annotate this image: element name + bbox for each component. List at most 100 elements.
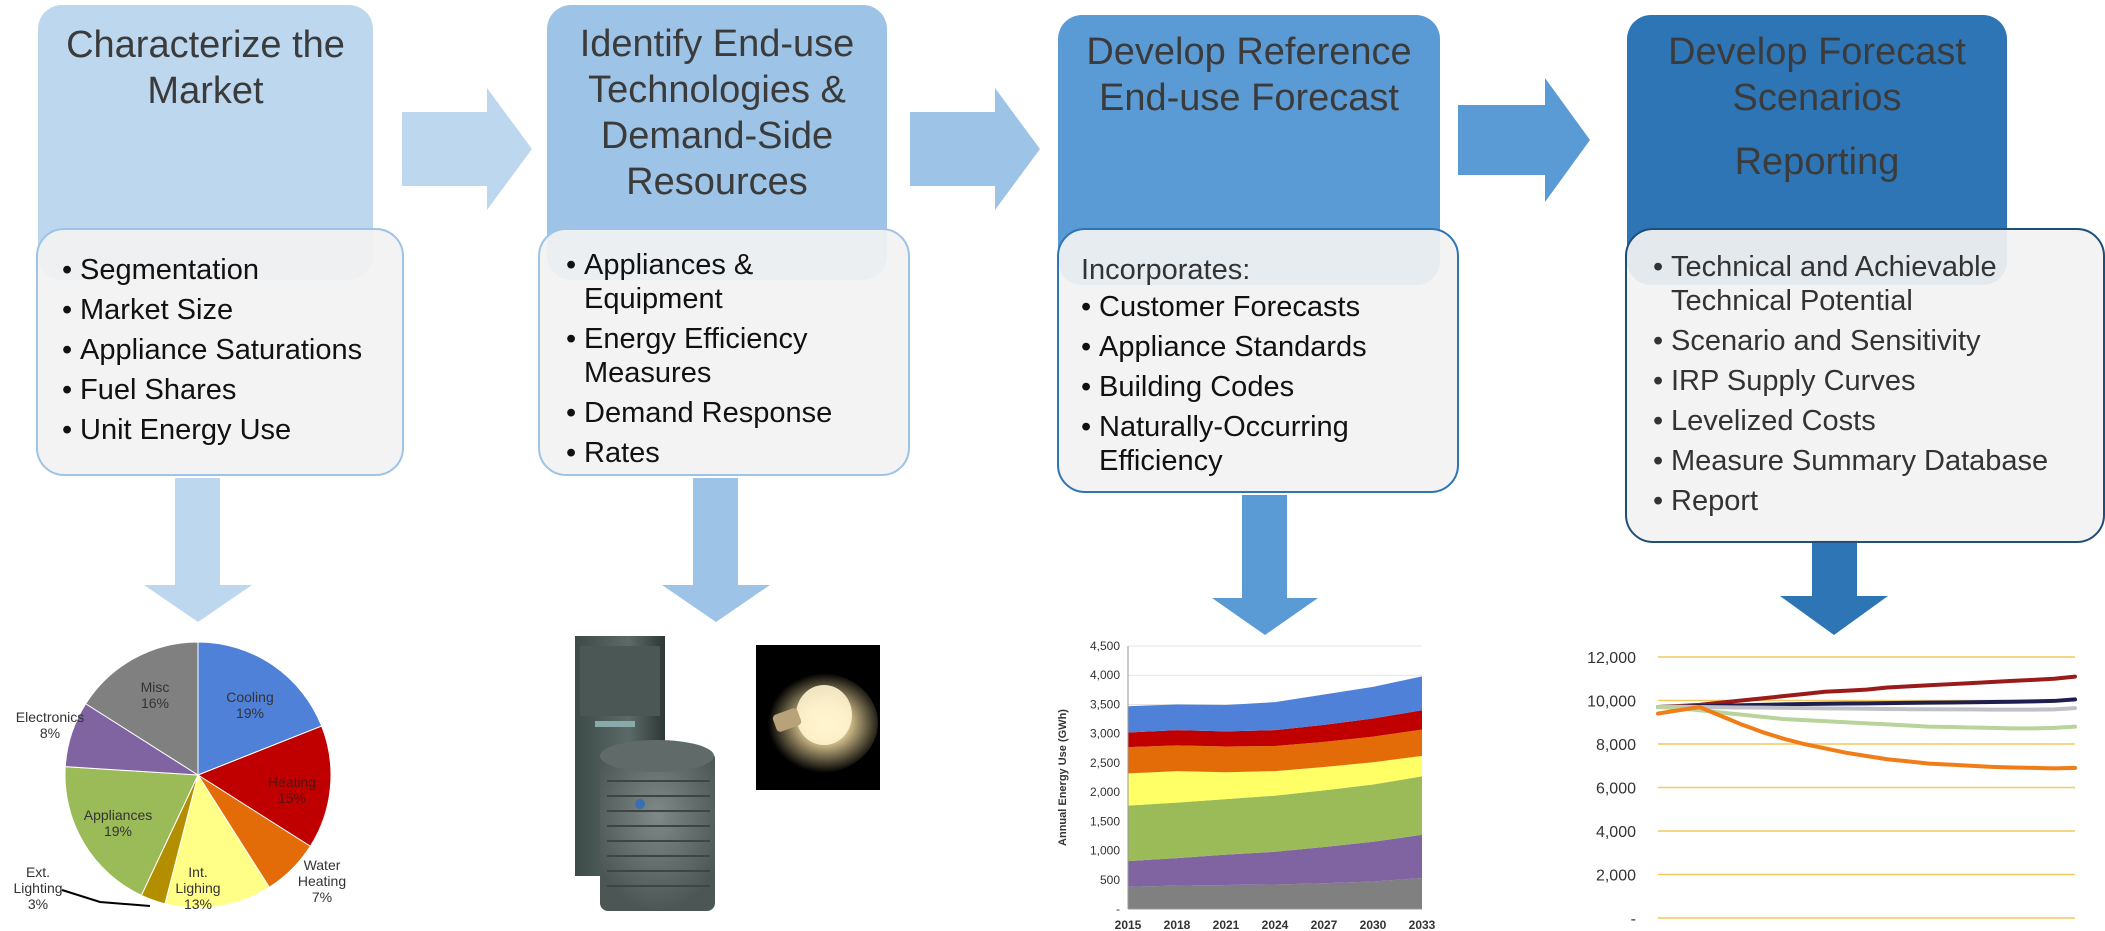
step4-title-line: Reporting xyxy=(1734,141,1900,183)
y-tick-label: 8,000 xyxy=(1596,737,1636,754)
x-tick-label: 2018 xyxy=(1164,918,1191,931)
area-series xyxy=(1128,710,1422,748)
line-series xyxy=(1656,705,2077,731)
forecast-scenarios-line-chart: - 2,000 4,000 6,000 8,000 10,000 12,000 xyxy=(1587,650,2077,928)
area-series xyxy=(1128,878,1422,909)
y-tick-label: 2,000 xyxy=(1596,868,1636,885)
ac-top xyxy=(600,740,714,772)
step2-card: Appliances & Equipment Energy Efficiency… xyxy=(538,228,910,476)
x-tick-label: 2027 xyxy=(1311,918,1338,931)
list-item: Rates xyxy=(566,436,888,470)
pie-slice xyxy=(196,725,332,847)
x-tick-label: 2033 xyxy=(1409,918,1436,931)
list-item: Appliances & Equipment xyxy=(566,248,888,316)
arrow-right-1-shape xyxy=(402,88,532,210)
y-tick-label: - xyxy=(1631,911,1636,928)
area-series xyxy=(1128,676,1422,733)
list-item: Measure Summary Database xyxy=(1653,444,2083,478)
line-series xyxy=(1656,705,2077,771)
step2-title-line: Demand-Side xyxy=(600,115,834,157)
arrow-down-1-shape xyxy=(144,478,252,622)
list-item: Segmentation xyxy=(62,250,402,290)
y-tick-label: 4,000 xyxy=(1596,824,1636,841)
list-item: Building Codes xyxy=(1081,370,1437,404)
step2-title-line: Identify End-use xyxy=(579,23,855,65)
step1-card: Segmentation Market Size Appliance Satur… xyxy=(36,228,404,476)
line-series xyxy=(1656,674,2077,710)
reference-forecast-area-chart: -5001,0001,5002,0002,5003,0003,5004,0004… xyxy=(1057,639,1436,931)
y-tick-label: 3,000 xyxy=(1090,727,1120,741)
area-series xyxy=(1128,776,1422,862)
list-item: Report xyxy=(1653,484,2083,518)
step2-title-line: Technologies & xyxy=(588,69,846,111)
area-series xyxy=(1128,834,1422,887)
pie-slice xyxy=(64,766,199,897)
y-tick-label: 2,000 xyxy=(1090,785,1120,799)
list-item: Appliance Saturations xyxy=(62,330,402,370)
list-item: IRP Supply Curves xyxy=(1653,364,2083,398)
bulb-glass xyxy=(796,685,852,745)
list-item: Levelized Costs xyxy=(1653,404,2083,438)
furnace-panel xyxy=(580,646,660,716)
pie-leader-line xyxy=(61,889,151,907)
list-item: Technical and Achievable Technical Poten… xyxy=(1653,250,2031,318)
area-series xyxy=(1128,755,1422,806)
y-tick-label: 12,000 xyxy=(1587,650,1636,667)
step2-header: Identify End-use Technologies & Demand-S… xyxy=(547,5,887,280)
furnace-and-ac-unit-image xyxy=(575,636,715,911)
step3-card: Incorporates: Customer Forecasts Applian… xyxy=(1057,228,1459,493)
y-axis-label: Annual Energy Use (GWh) xyxy=(1057,709,1069,846)
x-tick-label: 2015 xyxy=(1115,918,1142,931)
bulb-base xyxy=(772,708,802,732)
step1-title-line: Characterize the xyxy=(66,24,345,66)
arrow-right-2-shape xyxy=(910,88,1040,210)
pie-slice xyxy=(85,641,199,776)
step3-list: Customer Forecasts Appliance Standards B… xyxy=(1081,290,1437,478)
step2-title-line: Resources xyxy=(626,161,808,203)
step1-title-line: Market xyxy=(147,69,264,112)
y-tick-label: 10,000 xyxy=(1587,694,1636,711)
list-item: Fuel Shares xyxy=(62,370,402,410)
y-tick-label: 6,000 xyxy=(1596,781,1636,798)
y-tick-label: 1,500 xyxy=(1090,814,1120,828)
pie-slice xyxy=(197,641,323,776)
list-item: Appliance Standards xyxy=(1081,330,1437,364)
furnace-badge xyxy=(595,721,635,727)
step2-list: Appliances & Equipment Energy Efficiency… xyxy=(566,248,888,470)
arrow-down-4-shape xyxy=(1780,540,1888,635)
step3-title-line: Develop Reference xyxy=(1086,31,1412,73)
list-item: Customer Forecasts xyxy=(1081,290,1437,324)
pie-slice xyxy=(164,773,270,909)
y-tick-label: 4,000 xyxy=(1090,668,1120,682)
light-bulb-image xyxy=(756,645,880,790)
x-tick-label: 2024 xyxy=(1262,918,1289,931)
arrow-down-3-shape xyxy=(1212,495,1318,635)
x-tick-label: 2030 xyxy=(1360,918,1387,931)
step4-title-line: Scenarios xyxy=(1732,77,1902,119)
step3-intro: Incorporates: xyxy=(1081,254,1251,286)
y-tick-label: 1,000 xyxy=(1090,844,1120,858)
step1-list: Segmentation Market Size Appliance Satur… xyxy=(62,250,402,450)
arrow-down-2-shape xyxy=(662,478,770,622)
list-item: Naturally-Occurring Efficiency xyxy=(1081,410,1437,478)
y-tick-label: 4,500 xyxy=(1090,639,1120,653)
list-item: Energy Efficiency Measures xyxy=(566,322,888,390)
area-series xyxy=(1128,729,1422,774)
y-tick-label: 500 xyxy=(1100,873,1120,887)
x-tick-label: 2021 xyxy=(1213,918,1240,931)
list-item: Unit Energy Use xyxy=(62,410,402,450)
line-series xyxy=(1656,704,2077,712)
ac-logo xyxy=(635,799,645,809)
y-tick-label: - xyxy=(1116,902,1120,916)
step4-title-line: Develop Forecast xyxy=(1668,31,1966,73)
